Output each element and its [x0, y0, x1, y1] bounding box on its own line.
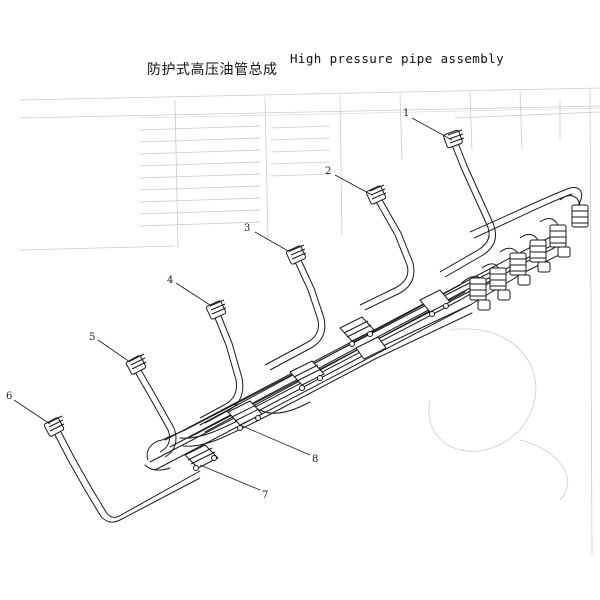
- callout-7: 7: [262, 490, 268, 501]
- pipe-4: [199, 299, 244, 424]
- pipe-2: [359, 184, 415, 311]
- fitting-1: [469, 277, 487, 301]
- leader-lines: [13, 117, 453, 491]
- title-english: High pressure pipe assembly: [290, 51, 504, 66]
- fitting-4: [529, 239, 547, 263]
- pipe-3: [264, 244, 326, 371]
- fitting-5: [549, 224, 567, 248]
- clamp-c: [289, 360, 325, 391]
- fitting-6: [571, 204, 589, 228]
- callout-6: 6: [6, 391, 12, 402]
- callout-1: 1: [403, 108, 409, 119]
- callout-4: 4: [167, 275, 173, 286]
- callout-3: 3: [244, 223, 250, 234]
- pipe-5: [125, 353, 177, 458]
- callout-8: 8: [312, 454, 318, 465]
- pipe-6: [43, 415, 201, 523]
- callout-2: 2: [325, 166, 331, 177]
- background-table: [19, 87, 600, 501]
- page-edge: [589, 87, 593, 556]
- fitting-2: [489, 267, 507, 291]
- callout-labels: 1 2 3 4 5 6 7 8: [6, 108, 409, 501]
- clamp-e: [419, 289, 451, 317]
- title-chinese: 防护式高压油管总成: [147, 62, 278, 78]
- pump-fittings: [459, 195, 589, 311]
- callout-5: 5: [89, 332, 95, 343]
- clamp-a: [184, 444, 219, 471]
- clamps: [184, 289, 451, 471]
- clamp-d: [339, 316, 387, 360]
- fitting-3: [509, 252, 527, 276]
- clamp-b: [227, 400, 263, 431]
